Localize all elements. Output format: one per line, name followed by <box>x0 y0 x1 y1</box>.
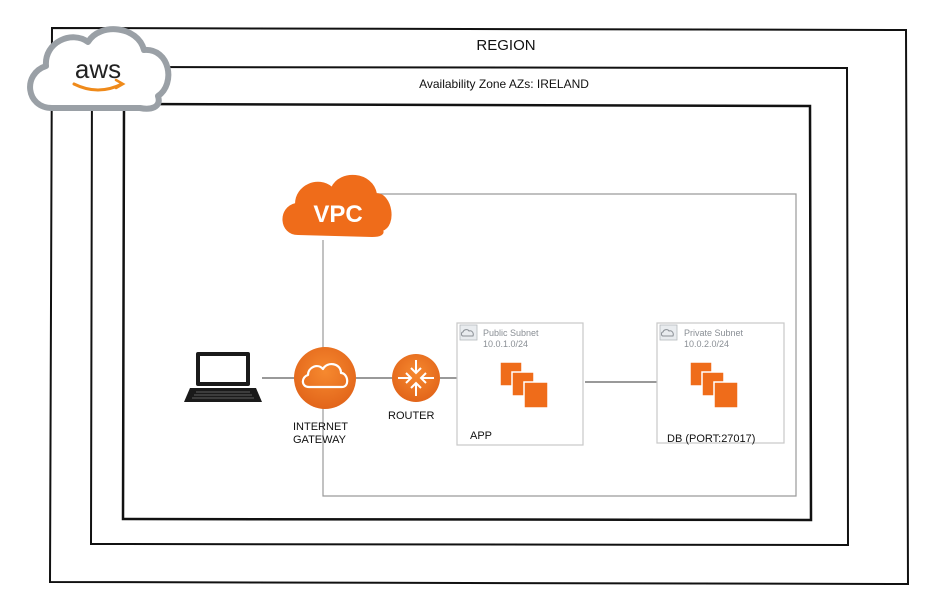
db-server-stack-icon <box>689 361 739 409</box>
internet-gateway-label: INTERNET GATEWAY <box>293 421 348 446</box>
public-subnet-title: Public Subnet 10.0.1.0/24 <box>483 328 539 349</box>
vpc-label: VPC <box>313 201 362 228</box>
laptop-icon <box>184 352 262 402</box>
vpc-cloud-icon: VPC <box>282 174 392 238</box>
router-icon <box>392 354 440 402</box>
availability-zone-label: Availability Zone AZs: IRELAND <box>419 77 589 91</box>
app-label: APP <box>470 430 493 442</box>
aws-logo-text: aws <box>75 54 121 84</box>
region-box <box>48 26 910 586</box>
app-server-stack-icon <box>499 361 549 409</box>
public-subnet-box <box>456 322 584 446</box>
internet-gateway-icon <box>294 347 356 409</box>
aws-cloud-logo: aws <box>27 26 172 112</box>
inner-zone-box <box>121 102 813 522</box>
vpc-boundary <box>322 193 797 497</box>
region-label: REGION <box>476 37 536 54</box>
db-label: DB (PORT:27017) <box>667 433 756 445</box>
private-subnet-title: Private Subnet 10.0.2.0/24 <box>684 328 744 349</box>
router-label: ROUTER <box>388 410 435 422</box>
availability-zone-box <box>89 65 850 547</box>
